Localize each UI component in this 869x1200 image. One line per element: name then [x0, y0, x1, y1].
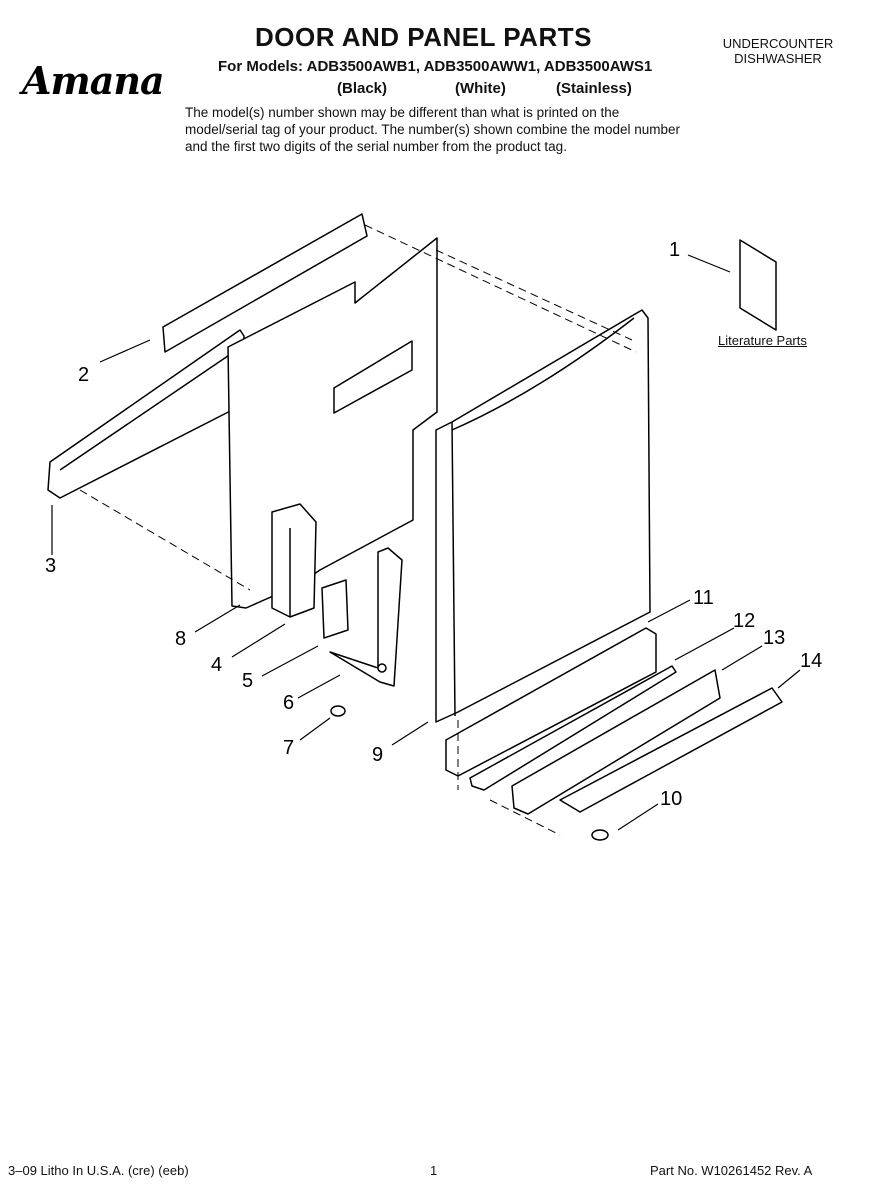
callout-7: 7	[283, 737, 295, 759]
callout-9: 9	[372, 744, 384, 766]
part-2-strip	[162, 213, 368, 353]
footer-part-number: Part No. W10261452 Rev. A	[650, 1163, 813, 1178]
footer-litho: 3–09 Litho In U.S.A. (cre) (eeb)	[8, 1163, 189, 1178]
part-14-toe-kick	[559, 687, 783, 813]
callout-5: 5	[242, 670, 254, 692]
models-line: For Models: ADB3500AWB1, ADB3500AWW1, AD…	[218, 58, 653, 75]
product-category: UNDERCOUNTER DISHWASHER	[708, 36, 848, 66]
callout-10: 10	[660, 788, 683, 810]
exploded-parts-diagram	[47, 213, 801, 841]
callout-14: 14	[800, 650, 823, 672]
callout-2: 2	[78, 364, 90, 386]
callout-11: 11	[693, 587, 714, 609]
part-12-strip	[469, 665, 677, 791]
part-3-rail	[47, 329, 245, 499]
page-title: DOOR AND PANEL PARTS	[255, 22, 592, 52]
brand-logo: Amana	[22, 58, 165, 103]
variant-black: (Black)	[337, 80, 388, 97]
callout-12: 12	[733, 610, 756, 632]
literature-parts-label: Literature Parts	[718, 333, 807, 348]
callout-3: 3	[45, 555, 57, 577]
part-4-bracket	[271, 503, 317, 618]
callout-8: 8	[175, 628, 187, 650]
handle-cutout	[333, 340, 413, 414]
category-line-1: UNDERCOUNTER	[722, 36, 834, 51]
part-7-screw	[330, 705, 346, 717]
footer-page-number: 1	[430, 1163, 438, 1178]
callout-13: 13	[763, 627, 786, 649]
part-13-channel	[511, 669, 721, 815]
part-6-hinge	[329, 547, 403, 687]
part-9-outer-panel	[435, 309, 651, 723]
part-5-pad	[321, 579, 349, 639]
callout-4: 4	[211, 654, 223, 676]
callout-6: 6	[283, 692, 295, 714]
category-line-2: DISHWASHER	[734, 51, 822, 66]
variant-white: (White)	[455, 80, 506, 97]
variant-stainless: (Stainless)	[556, 80, 632, 97]
part-11-trim	[445, 627, 657, 777]
callout-1: 1	[669, 239, 681, 261]
part-10-screw	[591, 829, 609, 841]
part-1-literature	[739, 239, 777, 331]
model-note: The model(s) number shown may be differe…	[185, 105, 680, 154]
